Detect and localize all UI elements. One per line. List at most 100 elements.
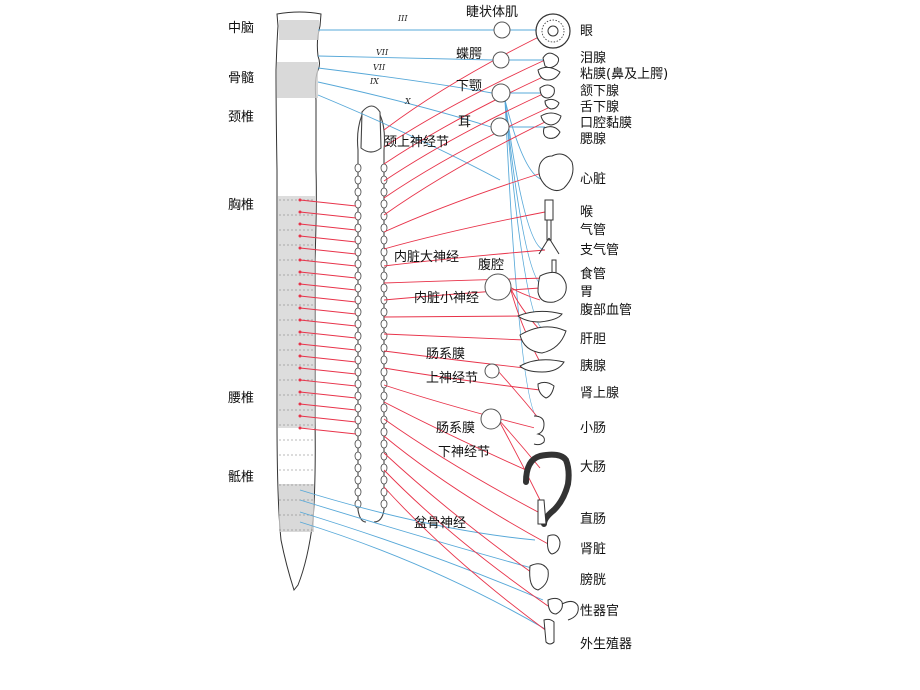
sacral-parasympathetic-fibre [299,489,536,541]
medulla-shade [277,62,318,98]
cell-body-dot [298,318,302,322]
chain-ganglion-right [380,463,388,473]
preganglionic-fibre [299,379,357,387]
postganglionic-fibre [383,469,549,607]
label-bladder: 膀胱 [580,572,606,588]
preganglionic-fibre [299,367,357,375]
label-otic: 耳 [458,115,471,130]
postganglionic-fibre [383,121,546,216]
label-sublingual-gland: 舌下腺 [580,100,619,115]
postganglionic-fibre [383,75,546,165]
chain-ganglion-right [380,499,388,509]
chain-ganglion-right [380,427,388,437]
cell-body-dot [298,378,302,382]
label-reproductive-organs: 性器官 [580,603,619,619]
heart-icon [538,153,574,192]
chain-ganglion-left [354,367,362,377]
label-thoracic: 胸椎 [228,198,254,213]
chain-ganglion-left [354,463,362,473]
chain-ganglion-left [354,451,362,461]
label-submandibular: 下颚 [456,79,482,94]
ganglion-fibre [497,418,541,501]
preganglionic-fibre [299,415,357,423]
lacrimal-gland-icon [542,52,560,69]
chain-ganglion-right [380,331,388,341]
postganglionic-fibre [383,384,536,429]
preganglionic-fibre [299,247,357,255]
preganglionic-fibre [299,271,357,279]
liver-icon [519,326,567,354]
cranial-parasympathetic-fibre [317,81,492,128]
ciliary-ganglion [493,21,511,39]
spine-region-labels: 中脑 骨髓 颈椎 胸椎 腰椎 骶椎 [228,21,254,485]
preganglionic-fibre [299,235,357,243]
submandibular-ganglion [491,83,511,103]
label-lacrimal-gland: 泪腺 [580,51,606,66]
cell-body-dot [298,234,302,238]
label-lumbar: 腰椎 [228,391,254,406]
chain-ganglion-left [354,199,362,209]
label-liver-gallbladder: 肝胆 [580,332,606,347]
label-rectum: 直肠 [580,512,606,527]
postganglionic-fibre [383,452,536,576]
parotid-gland-icon [543,126,561,139]
label-large-intestine: 大肠 [580,460,606,475]
cell-body-dot [298,366,302,370]
label-heart: 心脏 [580,172,606,187]
chain-right [373,114,386,523]
preganglionic-fibre [299,343,357,351]
cell-body-dot [298,390,302,394]
label-pancreas: 胰腺 [580,359,606,374]
large-intestine-icon [523,451,572,527]
cell-body-dot [298,402,302,406]
parasympathetic-fibres [299,29,548,631]
cell-body-dot [298,246,302,250]
label-sacral: 骶椎 [228,470,254,485]
nerve-vii-a: VII [376,48,389,57]
chain-ganglion-left [354,427,362,437]
cranial-parasympathetic-fibre [317,94,501,181]
chain-ganglion-left [354,403,362,413]
chain-ganglion-left [354,331,362,341]
stomach-icon [537,271,567,303]
chain-ganglion-left [354,295,362,305]
organ-labels: 眼 泪腺 粘膜(鼻及上腭) 颔下腺 舌下腺 口腔黏膜 腮腺 心脏 喉 气管 支气… [580,24,668,652]
label-external-genitalia: 外生殖器 [580,636,632,652]
sympathetic-chain [354,105,388,523]
label-mesenteric-2: 肠系膜 [436,421,475,436]
postganglionic-fibre [383,486,549,633]
chain-ganglion-left [354,307,362,317]
preganglionic-fibre [299,427,357,435]
postganglionic-fibre [383,249,546,267]
kidney-icon [547,534,561,555]
label-greater-splanchnic: 内脏大神经 [394,249,459,265]
chain-ganglion-left [354,247,362,257]
parasympathetic-fibre [504,99,546,288]
chain-ganglion-right [380,247,388,257]
chain-ganglion-left [354,475,362,485]
postganglionic-fibre [383,211,546,250]
label-parotid-gland: 腮腺 [580,132,606,147]
chain-ganglion-right [380,307,388,317]
label-celiac: 腹腔 [478,257,504,273]
label-ciliary-muscle: 睫状体肌 [466,5,518,20]
parasympathetic-fibre [504,99,546,331]
preganglionic-fibre [299,283,357,291]
label-sphenopalatine: 蝶腭 [456,47,482,62]
cell-body-dot [298,330,302,334]
adrenal-gland-icon [537,381,555,399]
chain-ganglion-right [380,439,388,449]
preganglionic-fibre [299,391,357,399]
chain-ganglion-right [380,163,388,173]
ganglion-fibre [509,286,541,301]
label-midbrain: 中脑 [228,21,254,36]
chain-ganglion-left [354,355,362,365]
label-small-intestine: 小肠 [580,421,606,436]
cell-body-dot [298,222,302,226]
chain-ganglion-left [354,223,362,233]
postganglionic-fibre [383,418,539,513]
postganglionic-fibre [383,287,541,301]
preganglionic-fibre [299,355,357,363]
postganglionic-fibre [383,277,549,284]
chain-ganglion-right [380,187,388,197]
